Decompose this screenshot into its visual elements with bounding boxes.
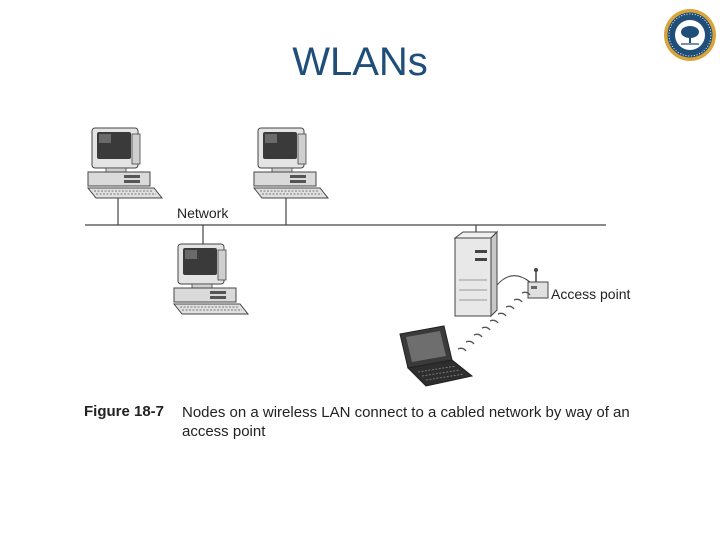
desktop-computer-icon <box>253 127 329 199</box>
ap-cable <box>496 275 531 286</box>
wireless-signal-icon <box>457 291 531 352</box>
access-point-label: Access point <box>551 286 631 302</box>
university-seal-icon <box>664 9 716 61</box>
laptop-icon <box>399 325 474 387</box>
desktop-computer-icon <box>87 127 163 199</box>
network-label: Network <box>177 205 229 221</box>
slide-title: WLANs <box>292 40 428 84</box>
figure-number: Figure 18-7 <box>84 403 165 420</box>
server-tower-icon <box>453 230 499 318</box>
desktop-computer-icon <box>173 243 249 315</box>
figure-caption: Nodes on a wireless LAN connect to a cab… <box>182 404 630 440</box>
wireless-access-point-icon <box>527 268 549 299</box>
